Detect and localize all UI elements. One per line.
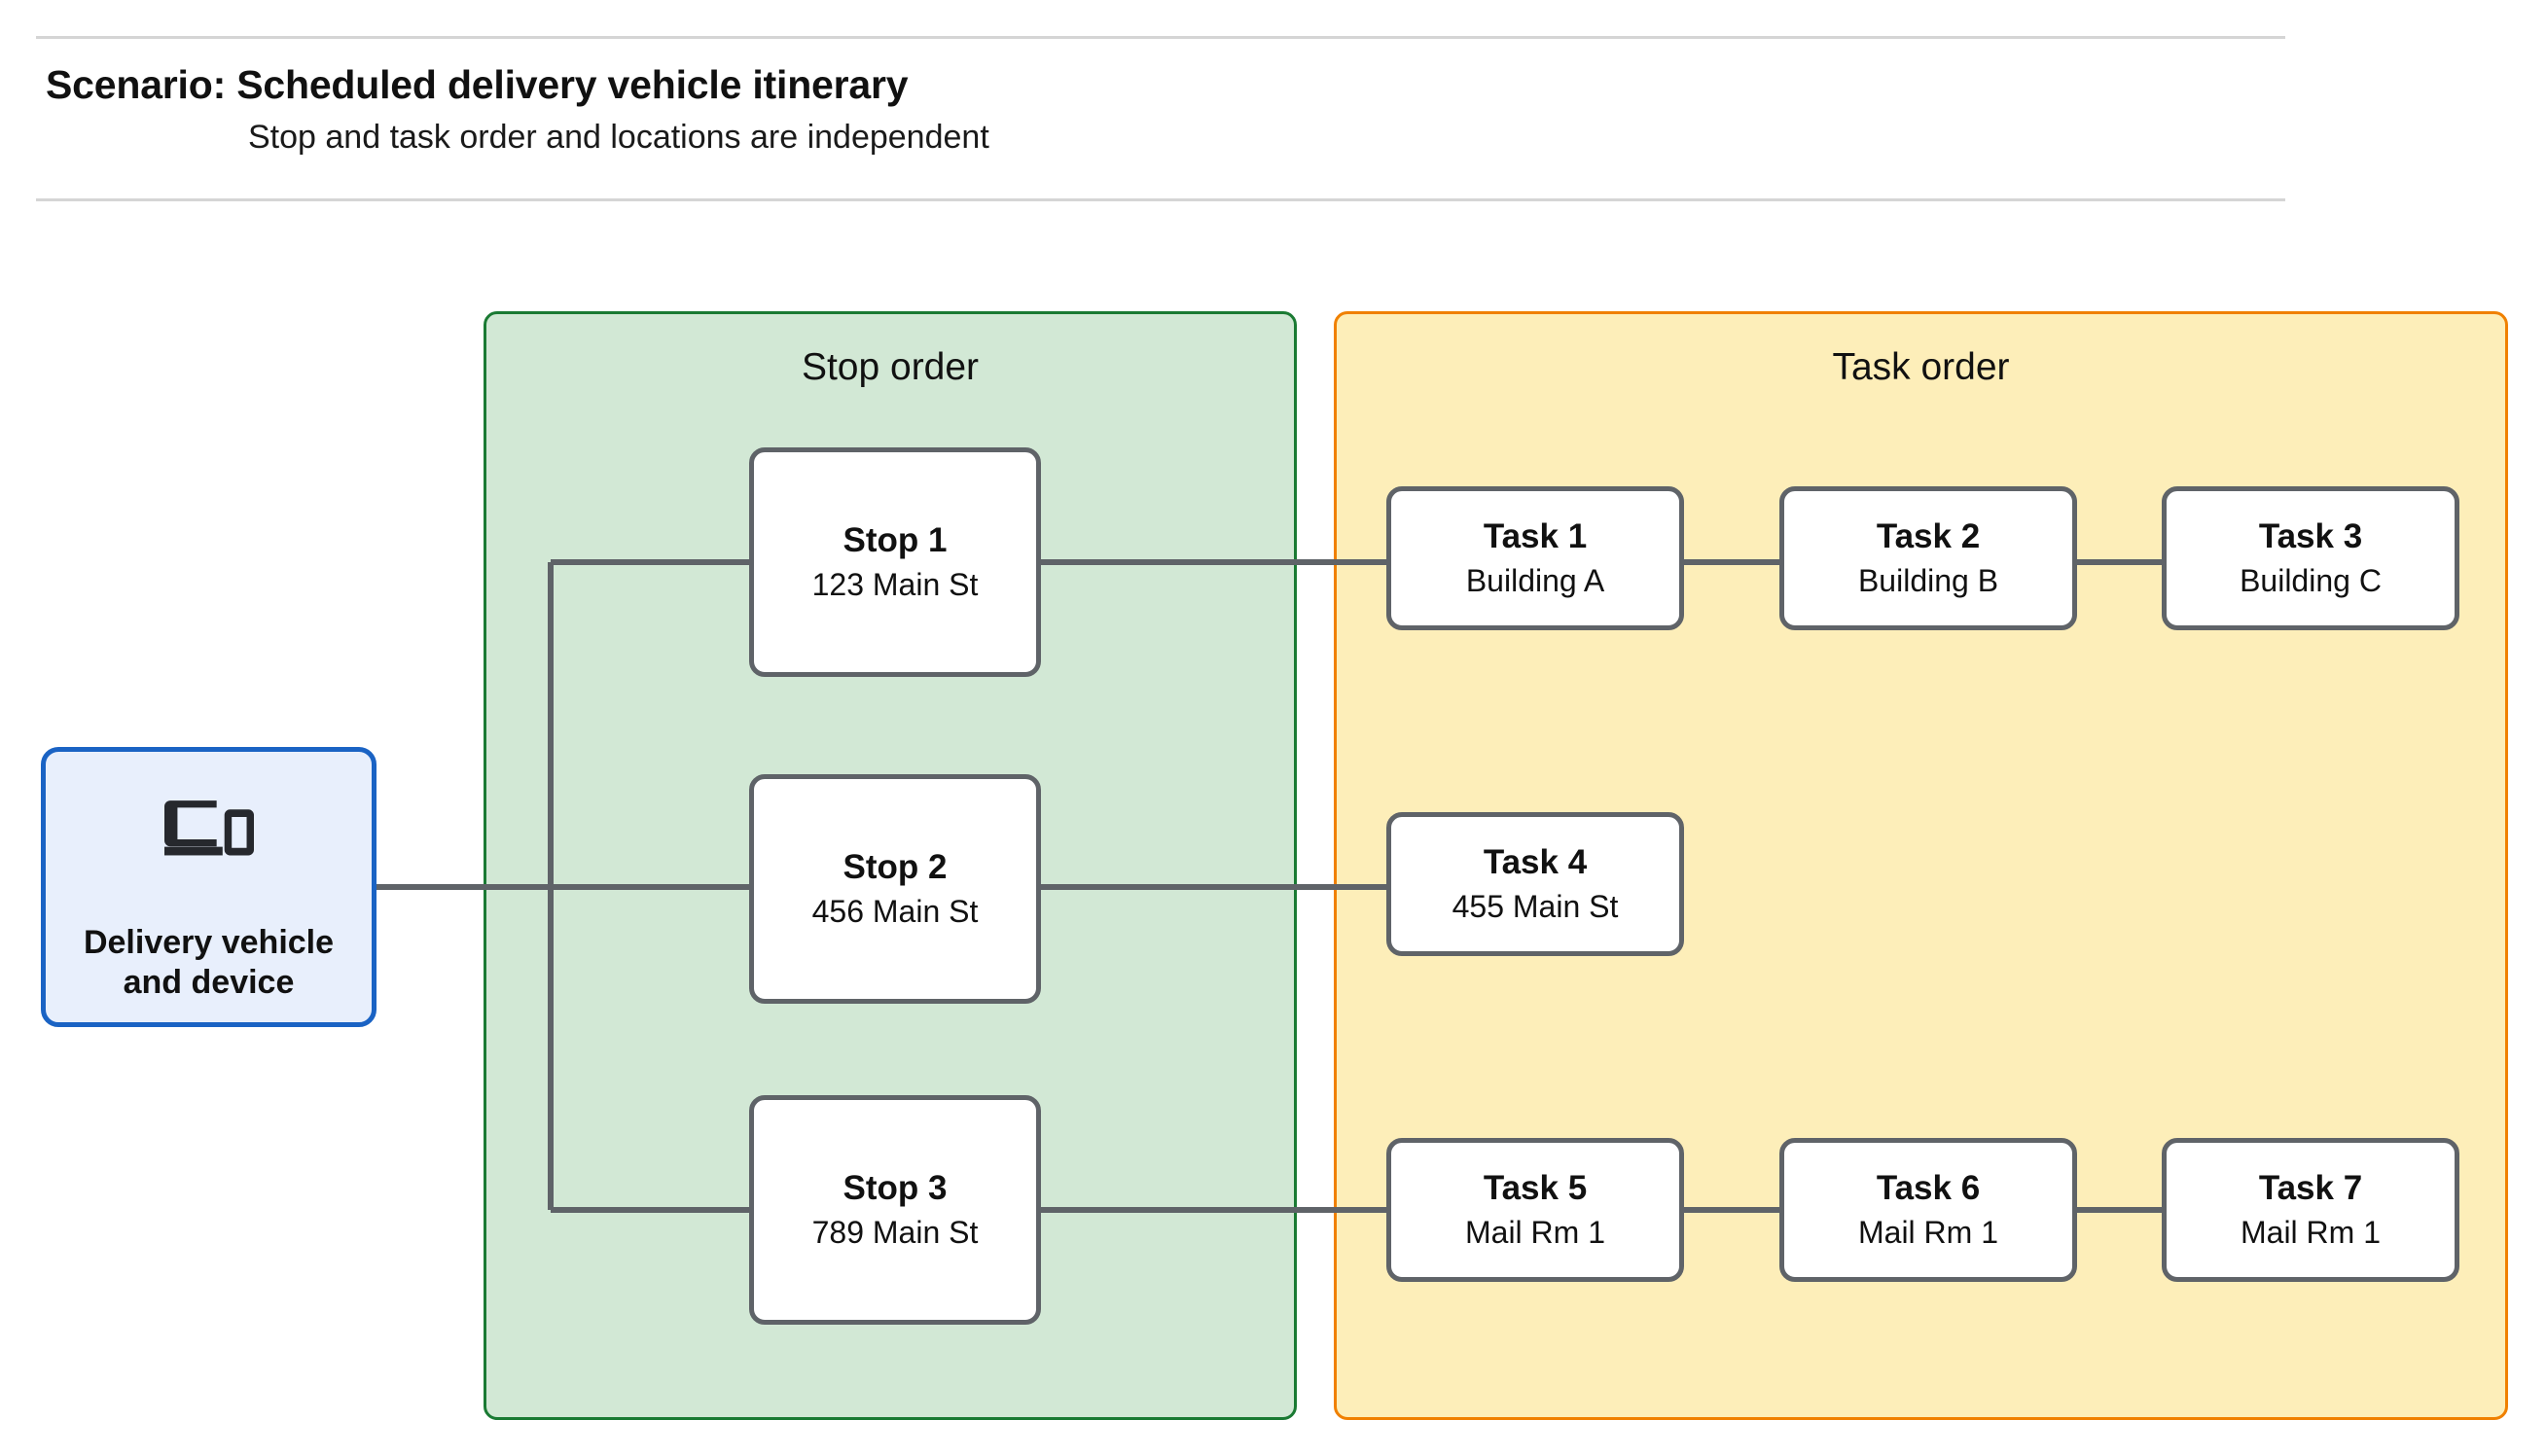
task-node-6[interactable]: Task 6 Mail Rm 1	[1779, 1138, 2077, 1282]
task-node-4[interactable]: Task 4 455 Main St	[1386, 812, 1684, 956]
delivery-vehicle-node[interactable]: Delivery vehicle and device	[41, 747, 377, 1027]
stop-node-address: 123 Main St	[811, 566, 979, 602]
stop-node-title: Stop 2	[843, 848, 948, 887]
task-node-7[interactable]: Task 7 Mail Rm 1	[2162, 1138, 2459, 1282]
stop-node-1[interactable]: Stop 1 123 Main St	[749, 447, 1041, 677]
task-node-location: Building A	[1465, 562, 1605, 598]
task-node-location: Building B	[1857, 562, 1999, 598]
task-node-5[interactable]: Task 5 Mail Rm 1	[1386, 1138, 1684, 1282]
task-node-title: Task 7	[2258, 1169, 2363, 1208]
task-node-location: Building C	[2240, 562, 2382, 598]
task-node-location: 455 Main St	[1452, 888, 1619, 924]
task-node-location: Mail Rm 1	[1464, 1214, 1605, 1250]
stop-order-panel-title: Stop order	[801, 346, 980, 388]
page-subtitle: Stop and task order and locations are in…	[248, 119, 989, 156]
task-node-location: Mail Rm 1	[1857, 1214, 1998, 1250]
stop-node-title: Stop 1	[843, 521, 948, 560]
task-node-title: Task 4	[1483, 843, 1588, 882]
task-node-title: Task 6	[1876, 1169, 1981, 1208]
stop-node-address: 456 Main St	[811, 893, 979, 929]
task-node-title: Task 3	[2258, 517, 2363, 556]
stop-node-3[interactable]: Stop 3 789 Main St	[749, 1095, 1041, 1325]
task-node-3[interactable]: Task 3 Building C	[2162, 486, 2459, 630]
stop-node-address: 789 Main St	[811, 1214, 979, 1250]
task-node-1[interactable]: Task 1 Building A	[1386, 486, 1684, 630]
task-node-location: Mail Rm 1	[2240, 1214, 2381, 1250]
page-title: Scenario: Scheduled delivery vehicle iti…	[46, 62, 909, 107]
task-node-2[interactable]: Task 2 Building B	[1779, 486, 2077, 630]
task-node-title: Task 5	[1483, 1169, 1588, 1208]
devices-icon	[163, 795, 254, 865]
delivery-vehicle-label: Delivery vehicle and device	[83, 924, 335, 1002]
task-order-panel-title: Task order	[1832, 346, 2010, 388]
header-divider-bottom	[36, 198, 2285, 201]
task-node-title: Task 2	[1876, 517, 1981, 556]
stop-node-2[interactable]: Stop 2 456 Main St	[749, 774, 1041, 1004]
task-node-title: Task 1	[1483, 517, 1588, 556]
header-divider-top	[36, 36, 2285, 39]
stop-node-title: Stop 3	[843, 1169, 948, 1208]
